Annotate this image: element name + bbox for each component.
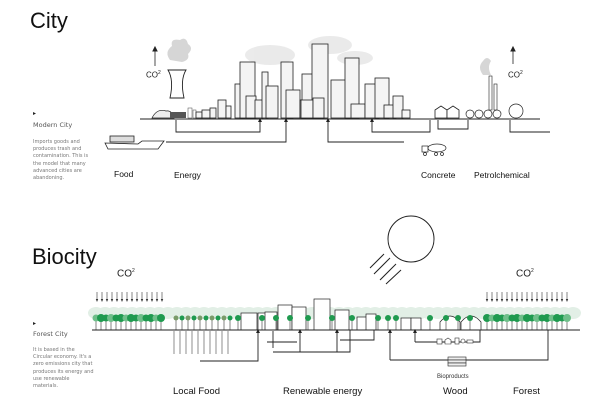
tree-icon <box>157 314 165 322</box>
biocity-pipes <box>200 330 549 362</box>
tree-icon <box>543 314 551 322</box>
tree-icon <box>513 314 521 322</box>
label-food: Food <box>114 169 134 179</box>
factory-houses <box>434 105 460 119</box>
tree-icon <box>227 315 233 321</box>
farm-roots <box>173 331 229 354</box>
city-co2-right: CO2 <box>508 70 523 80</box>
co2-down-arrows-right <box>485 292 569 302</box>
tree-icon <box>215 315 221 321</box>
label-renewable-energy: Renewable energy <box>283 386 363 397</box>
tree-icon <box>185 315 191 321</box>
tree-icon <box>493 314 501 322</box>
tree-icon <box>443 315 449 321</box>
tree-icon <box>523 314 531 322</box>
wood-stack-icon <box>447 356 467 367</box>
tree-icon <box>385 315 391 321</box>
bioproducts-icons <box>436 337 474 345</box>
tree-icon <box>503 314 511 322</box>
co2-up-arrow-icon <box>152 45 158 66</box>
eco-buildings <box>240 298 482 331</box>
tree-icon <box>191 315 197 321</box>
tree-icon <box>393 315 399 321</box>
co2-up-arrow-icon <box>510 45 516 64</box>
trees <box>92 314 571 330</box>
tree-icon <box>533 314 541 322</box>
tree-icon <box>197 315 203 321</box>
city-title: City <box>30 8 68 33</box>
label-energy: Energy <box>174 170 201 180</box>
tree-icon <box>273 315 279 321</box>
cargo-ship-icon <box>104 135 165 150</box>
label-local-food: Local Food <box>173 386 221 397</box>
tree-icon <box>553 314 561 322</box>
tree-icon <box>375 315 381 321</box>
city-illustration <box>104 36 550 156</box>
biocity-pipe-arrows <box>256 329 417 333</box>
sun-icon <box>369 215 435 285</box>
concrete-truck-icon <box>421 143 447 156</box>
tree-icon <box>127 314 135 322</box>
biocity-co2-right: CO2 <box>516 268 534 280</box>
tree-icon <box>467 315 473 321</box>
co2-down-arrows-left <box>95 292 164 302</box>
tree-icon <box>97 314 105 322</box>
city-description: Imports goods and produces trash and con… <box>33 139 89 182</box>
label-forest: Forest <box>513 386 540 397</box>
label-wood: Wood <box>443 386 468 397</box>
tree-icon <box>209 315 215 321</box>
tree-icon <box>179 315 185 321</box>
label-bioproducts: Bioproducts <box>437 374 469 380</box>
tree-icon <box>137 314 145 322</box>
biocity-marker-icon: ▸ <box>33 321 37 327</box>
city-co2-left: CO2 <box>146 70 161 80</box>
tree-icon <box>563 314 571 322</box>
ground-pipes <box>140 118 550 143</box>
tree-icon <box>173 315 179 321</box>
city-marker-icon: ▸ <box>33 111 37 117</box>
tree-icon <box>117 314 125 322</box>
tree-icon <box>455 315 461 321</box>
tree-icon <box>259 315 265 321</box>
biocity-co2-left: CO2 <box>117 268 135 280</box>
tree-icon <box>235 315 241 321</box>
city-subtitle: Modern City <box>33 121 73 129</box>
biocity-subtitle: Forest City <box>33 330 68 338</box>
tree-icon <box>147 314 155 322</box>
pipe-arrows <box>258 118 374 122</box>
tree-icon <box>221 315 227 321</box>
tree-icon <box>349 315 355 321</box>
tree-icon <box>427 315 433 321</box>
skyline <box>195 43 411 119</box>
refinery-icon <box>465 58 524 119</box>
label-concrete: Concrete <box>421 170 456 180</box>
tree-icon <box>483 314 491 322</box>
tree-icon <box>287 315 293 321</box>
biocity-title: Biocity <box>32 244 97 269</box>
tree-icon <box>305 315 311 321</box>
power-plant-icon <box>151 38 197 119</box>
label-petrochemical: Petrolchemical <box>474 170 530 180</box>
tree-icon <box>107 314 115 322</box>
tree-icon <box>329 315 335 321</box>
tree-icon <box>203 315 209 321</box>
biocity-description: It is based in the Circular economy. It'… <box>33 347 94 390</box>
